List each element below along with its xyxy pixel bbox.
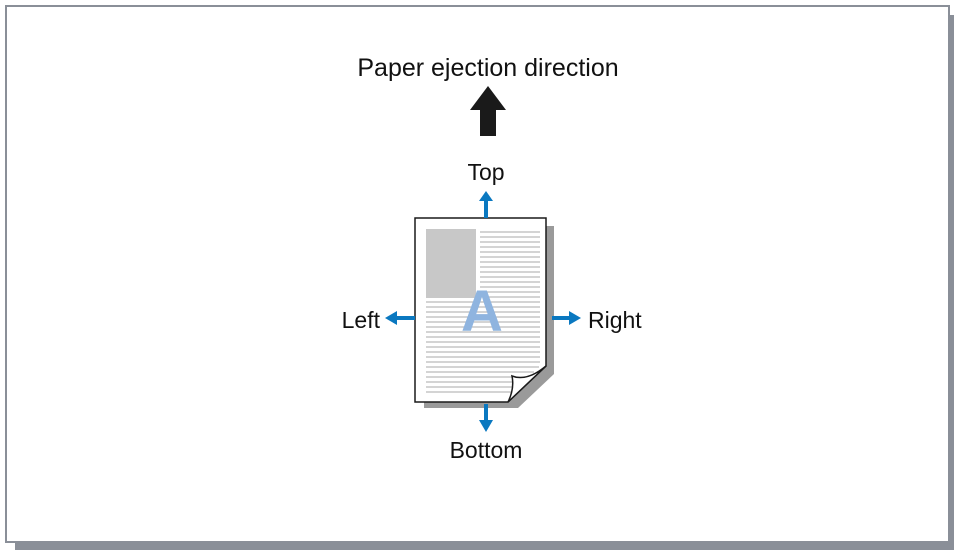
arrow-bottom-icon [479,404,493,432]
page-text-lines [426,231,540,393]
arrow-right-icon [552,311,581,325]
document-page-icon [414,217,547,403]
label-left: Left [341,307,380,333]
page-curl [507,365,547,403]
label-right: Right [588,307,642,333]
diagram-title: Paper ejection direction [357,54,619,82]
page-image-block [426,229,476,298]
label-bottom: Bottom [449,437,523,463]
arrow-top-icon [479,191,493,218]
arrow-up-icon [470,86,506,136]
page-letter: A [461,279,503,344]
arrow-left-icon [385,311,415,325]
direction-arrows [385,191,581,432]
label-top: Top [467,159,505,185]
